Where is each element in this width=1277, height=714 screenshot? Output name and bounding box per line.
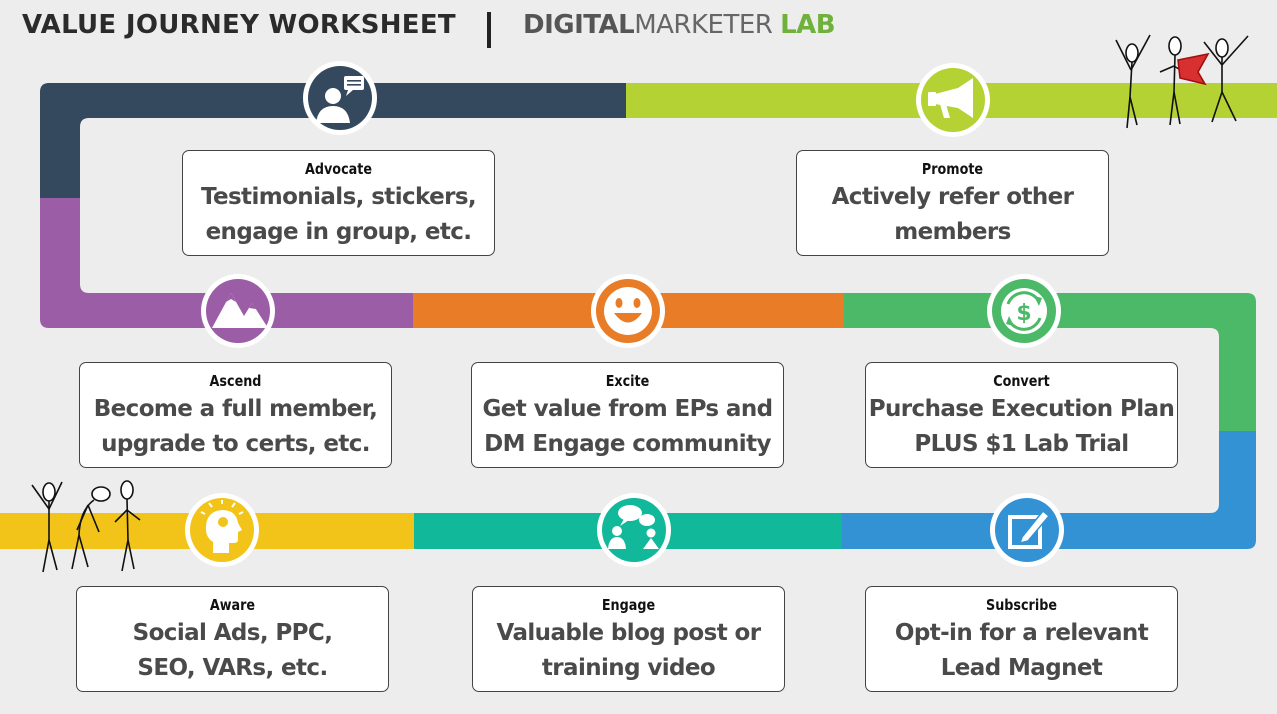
- subscribe-node: [990, 493, 1064, 567]
- stage-description-ascend: Become a full member, upgrade to certs, …: [93, 396, 378, 457]
- ascend-node: [201, 274, 275, 348]
- page-title: VALUE JOURNEY WORKSHEET: [22, 10, 456, 40]
- stick-figures-weary-icon: [31, 480, 141, 573]
- stage-description-engage: Valuable blog post or training video: [496, 620, 762, 681]
- stage-description-advocate: Testimonials, stickers, engage in group,…: [200, 184, 477, 245]
- card-convert: Convert Purchase Execution Plan PLUS $1 …: [865, 362, 1178, 468]
- engage-node: [597, 493, 671, 567]
- card-promote: Promote Actively refer other members: [796, 150, 1109, 256]
- svg-text:$: $: [1016, 301, 1031, 326]
- stage-description-aware: Social Ads, PPC, SEO, VARs, etc.: [132, 620, 333, 681]
- excite-node: [591, 274, 665, 348]
- path-segment-convert: [842, 293, 1256, 431]
- stage-label-aware: Aware: [209, 596, 256, 614]
- brand-logo: DIGITALMARKETER LAB: [523, 10, 836, 40]
- path-segment-subscribe: [842, 430, 1256, 549]
- path-segment-ascend: [40, 197, 413, 328]
- stage-label-engage: Engage: [601, 596, 656, 614]
- card-advocate: Advocate Testimonials, stickers, engage …: [182, 150, 495, 256]
- stage-description-convert: Purchase Execution Plan PLUS $1 Lab Tria…: [868, 396, 1175, 457]
- stage-description-subscribe: Opt-in for a relevant Lead Magnet: [894, 620, 1149, 681]
- card-engage: Engage Valuable blog post or training vi…: [472, 586, 785, 692]
- promote-node: [916, 63, 990, 137]
- head-lightbulb-icon: [200, 500, 244, 553]
- mountains-icon: [212, 293, 268, 328]
- stage-label-advocate: Advocate: [305, 160, 372, 178]
- path-segment-advocate: [40, 83, 628, 198]
- brand-marketer: MARKETER: [634, 10, 773, 40]
- stage-label-promote: Promote: [921, 160, 984, 178]
- brand-lab: LAB: [780, 10, 836, 40]
- stick-figures-celebrating-icon: [1115, 34, 1249, 129]
- aware-node: [185, 493, 259, 567]
- card-aware: Aware Social Ads, PPC, SEO, VARs, etc.: [76, 586, 389, 692]
- convert-node: $: [987, 274, 1061, 348]
- people-chat-icon: [608, 505, 659, 549]
- dollar-cycle-icon: $: [1001, 288, 1047, 334]
- stage-label-ascend: Ascend: [209, 372, 262, 390]
- brand-digital: DIGITAL: [523, 10, 635, 40]
- card-excite: Excite Get value from EPs and DM Engage …: [471, 362, 784, 468]
- stage-label-subscribe: Subscribe: [986, 596, 1057, 614]
- stage-label-excite: Excite: [605, 372, 650, 390]
- card-subscribe: Subscribe Opt-in for a relevant Lead Mag…: [865, 586, 1178, 692]
- megaphone-icon: [928, 78, 973, 118]
- stage-label-convert: Convert: [993, 372, 1050, 390]
- edit-pencil-icon: [1008, 509, 1051, 549]
- stage-description-promote: Actively refer other members: [831, 184, 1074, 245]
- person-speech-icon: [316, 76, 364, 123]
- smiley-face-icon: [604, 287, 652, 335]
- advocate-node: [303, 61, 377, 135]
- stage-description-excite: Get value from EPs and DM Engage communi…: [482, 396, 773, 457]
- card-ascend: Ascend Become a full member, upgrade to …: [79, 362, 392, 468]
- header-divider: [487, 12, 491, 48]
